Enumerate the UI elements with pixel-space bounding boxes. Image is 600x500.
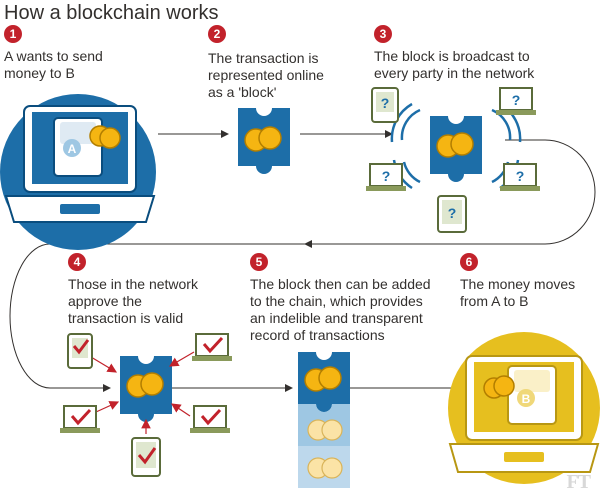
- receiver-label: B: [522, 392, 531, 406]
- page-title: How a blockchain works: [4, 2, 219, 24]
- step-5-text: The block then can be added to the chain…: [250, 276, 431, 343]
- wallet-icon-b: [507, 365, 557, 425]
- step-3-number: 3: [374, 25, 392, 43]
- step-4-text: Those in the network approve the transac…: [68, 276, 198, 326]
- question-mark-icon: ?: [381, 95, 390, 111]
- flow-curve-3-to-4: [9, 139, 596, 392]
- question-mark-icon: ?: [512, 92, 521, 108]
- ft-logo: FT: [566, 471, 591, 493]
- block-puzzle-icon-step2: [238, 108, 290, 174]
- coin-icon: [321, 419, 343, 441]
- laptop-icon-b: B: [448, 332, 600, 484]
- laptop-icon-a: A: [0, 94, 156, 250]
- laptop-icon: ?: [500, 163, 540, 191]
- check-mark-icon: [202, 336, 224, 354]
- laptop-icon: ?: [366, 163, 406, 191]
- blockchain-chain: [298, 352, 350, 488]
- coin-icon: [99, 127, 121, 149]
- check-mark-icon: [200, 408, 222, 426]
- tablet-icon: ?: [437, 195, 467, 233]
- tablet-icon: ?: [371, 87, 399, 123]
- step-2-number: 2: [208, 25, 226, 43]
- check-mark-icon: [137, 447, 157, 465]
- step-1-number: 1: [4, 25, 22, 43]
- step-4-number: 4: [68, 253, 86, 271]
- sender-label: A: [68, 142, 77, 156]
- step-1-text: A wants to send money to B: [4, 48, 103, 81]
- coin-icon: [493, 375, 515, 397]
- coin-icon: [140, 372, 164, 396]
- approval-arrows: [85, 351, 195, 434]
- step-2-text: The transaction is represented online as…: [208, 50, 324, 100]
- step-6-number: 6: [460, 253, 478, 271]
- question-mark-icon: ?: [448, 205, 457, 221]
- step-3-text: The block is broadcast to every party in…: [374, 48, 535, 81]
- laptop-icon: [190, 405, 230, 433]
- coin-icon: [318, 366, 342, 390]
- step-6-text: The money moves from A to B: [460, 276, 576, 309]
- laptop-icon: [60, 405, 100, 433]
- question-mark-icon: ?: [382, 168, 391, 184]
- tablet-icon: [131, 437, 161, 477]
- tablet-icon: [67, 333, 93, 369]
- laptop-icon: ?: [496, 87, 536, 115]
- check-mark-icon: [70, 408, 92, 426]
- coin-icon: [450, 132, 474, 156]
- block-puzzle-icon-step3: [430, 116, 482, 182]
- coin-icon: [321, 457, 343, 479]
- laptop-icon: [192, 333, 232, 361]
- question-mark-icon: ?: [516, 168, 525, 184]
- coin-icon: [258, 126, 282, 150]
- step-5-number: 5: [250, 253, 268, 271]
- check-mark-icon: [72, 339, 90, 355]
- block-puzzle-icon-step4: [120, 356, 172, 422]
